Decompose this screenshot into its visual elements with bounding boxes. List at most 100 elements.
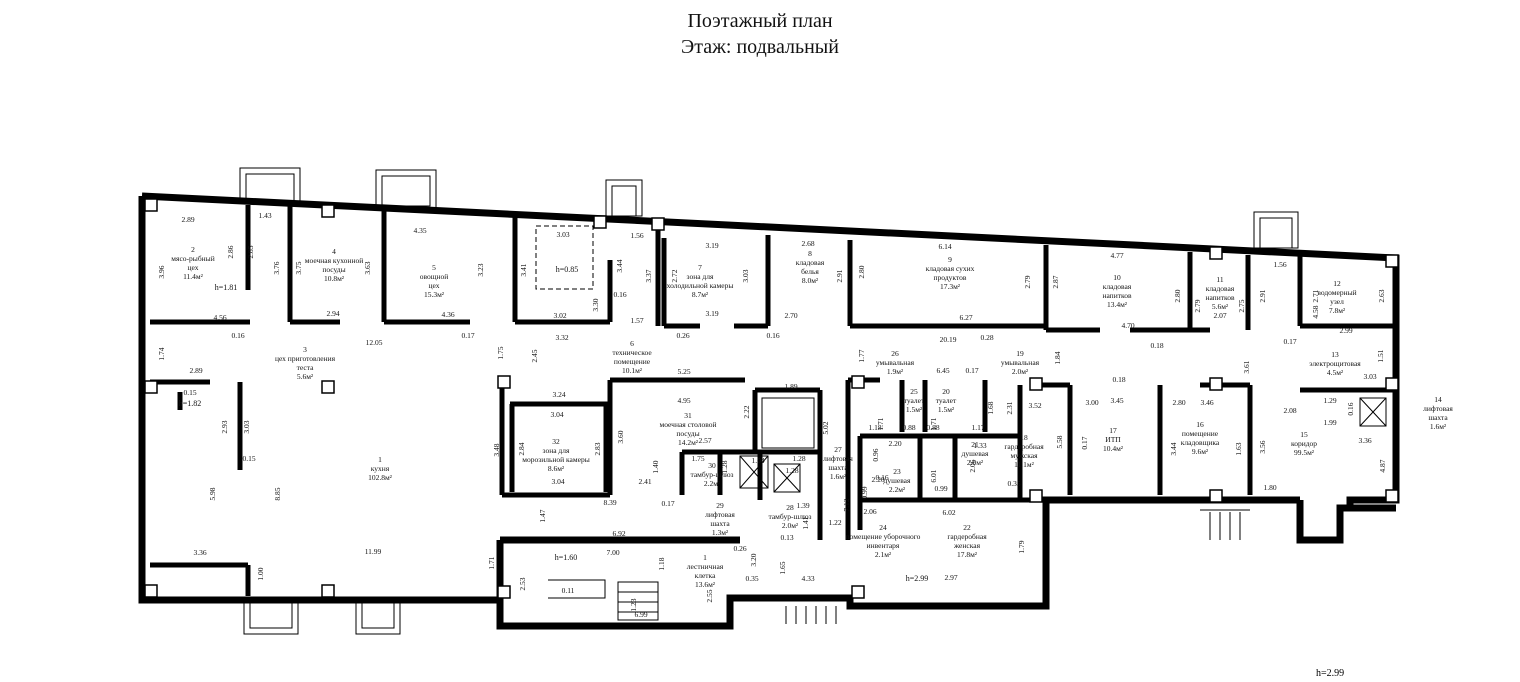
dimension-label: 1.18 bbox=[657, 557, 666, 570]
dimension-label: 6.92 bbox=[612, 529, 625, 538]
dimension-label: 1.65 bbox=[778, 561, 787, 574]
dimension-label: 2.80 bbox=[1172, 398, 1185, 407]
dimension-label: 1.47 bbox=[538, 509, 547, 522]
dimension-label: 1.80 bbox=[1263, 483, 1276, 492]
room-label-4: посуды bbox=[322, 265, 345, 274]
dimension-label: 0.17 bbox=[1080, 436, 1089, 449]
room-label-12: 12 bbox=[1333, 279, 1341, 288]
dimension-label: 2.41 bbox=[638, 477, 651, 486]
dimension-label: 3.32 bbox=[555, 333, 568, 342]
dimension-label: 3.30 bbox=[591, 298, 600, 311]
room-label-21: 21 bbox=[971, 440, 979, 449]
dimension-label: 1.39 bbox=[796, 501, 809, 510]
dimension-label: 0.15 bbox=[242, 454, 255, 463]
plan-title: Поэтажный план bbox=[687, 10, 833, 32]
room-label-29: 1.3м² bbox=[712, 528, 729, 537]
room-label-32: 32 bbox=[552, 437, 560, 446]
dimension-label: 6.01 bbox=[929, 469, 938, 482]
room-label-6: помещение bbox=[614, 357, 651, 366]
room-label-27: 1.6м² bbox=[830, 472, 847, 481]
room-label-16: 9.6м² bbox=[1192, 447, 1209, 456]
dimension-label: 2.80 bbox=[1173, 289, 1182, 302]
dimension-label: 0.16 bbox=[613, 290, 626, 299]
dimension-label: 2.89 bbox=[181, 215, 194, 224]
dimension-label: 4.35 bbox=[413, 226, 426, 235]
room-label-15: 99.5м² bbox=[1294, 448, 1315, 457]
room-label-16: кладовщика bbox=[1181, 438, 1220, 447]
columns bbox=[144, 198, 1399, 599]
room-label-5: цех bbox=[429, 281, 440, 290]
room-label-21: душевая bbox=[962, 449, 989, 458]
dimension-label: 1.57 bbox=[630, 316, 643, 325]
room-label-27: 27 bbox=[834, 445, 842, 454]
dimension-label: 3.03 bbox=[741, 269, 750, 282]
dimension-label: 1.17 bbox=[971, 423, 984, 432]
dimension-label: 0.99 bbox=[860, 486, 869, 499]
dimension-label: 1.56 bbox=[1273, 260, 1286, 269]
room-label-9: кладовая сухих bbox=[926, 264, 975, 273]
dimension-label: 2.87 bbox=[1051, 275, 1060, 288]
room-label-8: белья bbox=[801, 267, 819, 276]
dimension-label: 0.96 bbox=[871, 448, 880, 461]
dimension-label: 11.99 bbox=[365, 547, 382, 556]
room-label-18: 18 bbox=[1020, 433, 1028, 442]
room-label-11: 11 bbox=[1216, 275, 1223, 284]
room-label-14: 14 bbox=[1434, 395, 1442, 404]
room-label-18: гардеробная bbox=[1004, 442, 1044, 451]
dimension-label: 6.27 bbox=[959, 313, 972, 322]
room-label-23: 23 bbox=[893, 467, 901, 476]
dimension-label: 1.71 bbox=[876, 417, 885, 430]
room-label-2: цех bbox=[188, 263, 199, 272]
dimension-label: 1.56 bbox=[630, 231, 643, 240]
dimension-label: 0.26 bbox=[676, 331, 689, 340]
room-label-19: 19 bbox=[1016, 349, 1024, 358]
room-label-7: 8.7м² bbox=[692, 290, 709, 299]
room-label-32: морозильной камеры bbox=[522, 455, 590, 464]
room-label-26: 1.9м² bbox=[887, 367, 904, 376]
dimension-label: 2.85 bbox=[246, 245, 255, 258]
room-label-18: мужская bbox=[1010, 451, 1038, 460]
dimension-label: 3.24 bbox=[552, 390, 565, 399]
dimension-label: 2.06 bbox=[863, 507, 876, 516]
dimension-label: 2.89 bbox=[189, 366, 202, 375]
dimension-label: 1.77 bbox=[857, 349, 866, 362]
room-label-25: туалет bbox=[904, 396, 925, 405]
dimension-label: 3.20 bbox=[749, 553, 758, 566]
room-label-30: 2.2м² bbox=[704, 479, 721, 488]
room-label-6: 10.1м² bbox=[622, 366, 643, 375]
dimension-label: 1.29 bbox=[1323, 396, 1336, 405]
plan-subtitle: Этаж: подвальный bbox=[681, 36, 839, 58]
dimension-label: 3.76 bbox=[272, 261, 281, 274]
room-label-1: 1 bbox=[378, 455, 382, 464]
dimension-label: 0.16 bbox=[766, 331, 779, 340]
dimension-label: 3.19 bbox=[705, 309, 718, 318]
dimension-label: 2.22 bbox=[742, 405, 751, 418]
dimension-label: 0.88 bbox=[902, 423, 915, 432]
dimension-label: 3.60 bbox=[616, 430, 625, 443]
dimension-label: 4.77 bbox=[1110, 251, 1123, 260]
dimension-label: 8.39 bbox=[603, 498, 616, 507]
dimension-label: 3.75 bbox=[294, 261, 303, 274]
room-label-1: кухня bbox=[371, 464, 390, 473]
height-mark: h=1.82 bbox=[179, 399, 202, 408]
room-label-21: 2.0м² bbox=[967, 458, 984, 467]
room-label-20: 1.5м² bbox=[938, 405, 955, 414]
room-label-8: 8.0м² bbox=[802, 276, 819, 285]
dimension-label: 2.91 bbox=[835, 269, 844, 282]
dimension-label: 1.63 bbox=[1234, 442, 1243, 455]
dimension-label: 7.12 bbox=[842, 498, 851, 511]
height-mark: h=1.81 bbox=[215, 283, 238, 292]
dimension-label: 0.18 bbox=[1112, 375, 1125, 384]
dimension-label: 2.06 bbox=[968, 459, 977, 472]
dimension-label: 1.28 bbox=[785, 466, 798, 475]
dimension-label: 1.71 bbox=[929, 417, 938, 430]
dimension-label: 2.70 bbox=[784, 311, 797, 320]
dimension-label: 4.95 bbox=[677, 396, 690, 405]
dimension-label: 5.02 bbox=[821, 421, 830, 434]
room-label-27: шахта bbox=[828, 463, 848, 472]
room-label-32: зона для bbox=[543, 446, 570, 455]
room-label-3: 3 bbox=[303, 345, 307, 354]
room-label-14: лифтовая bbox=[1423, 404, 1453, 413]
room-label-4: 10.8м² bbox=[324, 274, 345, 283]
